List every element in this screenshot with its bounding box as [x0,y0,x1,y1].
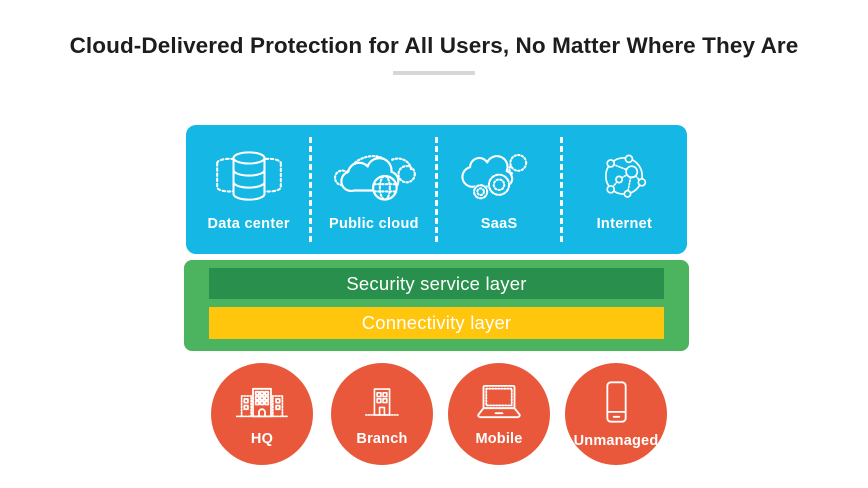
public-cloud-icon [326,139,422,213]
endpoint-unmanaged: Unmanaged [565,363,667,465]
security-service-layer-bar: Security service layer [209,268,664,299]
layers-panel: Security service layer Connectivity laye… [184,260,689,351]
source-saas: SaaS [437,125,564,254]
smartphone-icon [601,379,632,430]
source-public-cloud: Public cloud [311,125,438,254]
endpoint-mobile: Mobile [448,363,550,465]
source-data-center: Data center [186,125,313,254]
endpoint-label: Mobile [475,431,523,447]
saas-cloud-gears-icon [453,139,545,213]
source-internet: Internet [562,125,687,254]
internet-network-icon [589,139,659,213]
endpoint-label: Branch [356,431,408,447]
layer-label: Connectivity layer [361,312,512,333]
source-label: Data center [207,216,290,232]
endpoint-label: Unmanaged [573,433,659,449]
data-center-icon [206,139,292,213]
endpoint-hq: HQ [211,363,313,465]
page-title: Cloud-Delivered Protection for All Users… [69,33,799,58]
branch-building-icon [355,381,409,428]
source-label: SaaS [480,216,518,232]
cloud-sources-panel: Data center Public cloud [186,125,687,254]
endpoint-label: HQ [250,431,274,447]
source-label: Public cloud [328,216,419,232]
laptop-icon [468,381,530,428]
title-underline [393,71,475,75]
source-label: Internet [596,216,653,232]
endpoint-branch: Branch [331,363,433,465]
connectivity-layer-bar: Connectivity layer [209,307,664,339]
layer-label: Security service layer [346,272,527,294]
hq-building-icon [232,381,292,428]
